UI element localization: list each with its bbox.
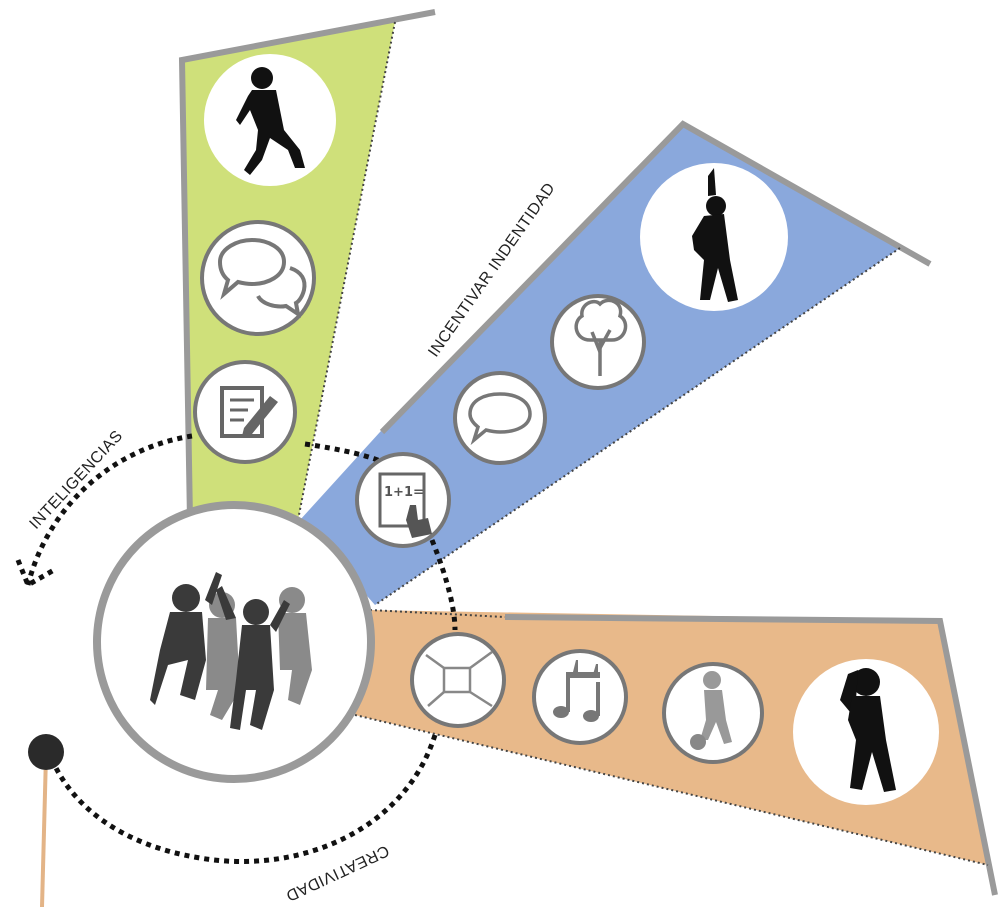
label-inteligencias: INTELIGENCIAS — [26, 427, 126, 532]
running-child-badge — [204, 54, 336, 186]
math-touch-icon: 1+1= — [378, 472, 432, 538]
ball-child-icon — [690, 671, 732, 750]
note-pencil-icon — [220, 386, 278, 438]
room-perspective-icon — [425, 650, 493, 708]
running-child-icon — [236, 67, 305, 175]
creatividad-arc — [47, 734, 438, 864]
math-icon-text: 1+1= — [384, 485, 424, 500]
inteligencias-arc — [25, 433, 193, 586]
dancing-child-badge — [640, 163, 788, 311]
note-pencil-badge — [193, 360, 297, 464]
center-children-group — [93, 501, 375, 783]
tree-badge — [550, 294, 646, 390]
children-group-icon — [150, 572, 312, 730]
mid-connector-arc — [429, 539, 458, 631]
pin-marker — [28, 734, 64, 907]
child-silhouette-badge — [793, 659, 939, 805]
speech-bubble-icon — [468, 392, 532, 446]
speech-bubble-badge — [453, 371, 547, 465]
math-touch-badge: 1+1= — [355, 452, 451, 548]
ball-child-badge — [662, 662, 764, 764]
chat-bubbles-icon — [217, 237, 307, 319]
room-perspective-badge — [410, 632, 506, 728]
chat-bubbles-badge — [200, 220, 316, 336]
tree-icon — [574, 298, 628, 376]
dancing-child-icon — [692, 168, 738, 302]
child-silhouette-icon — [840, 668, 896, 792]
music-notes-icon — [553, 660, 600, 722]
music-notes-badge — [532, 649, 628, 745]
label-creatividad: CREATIVIDAD — [283, 841, 392, 904]
